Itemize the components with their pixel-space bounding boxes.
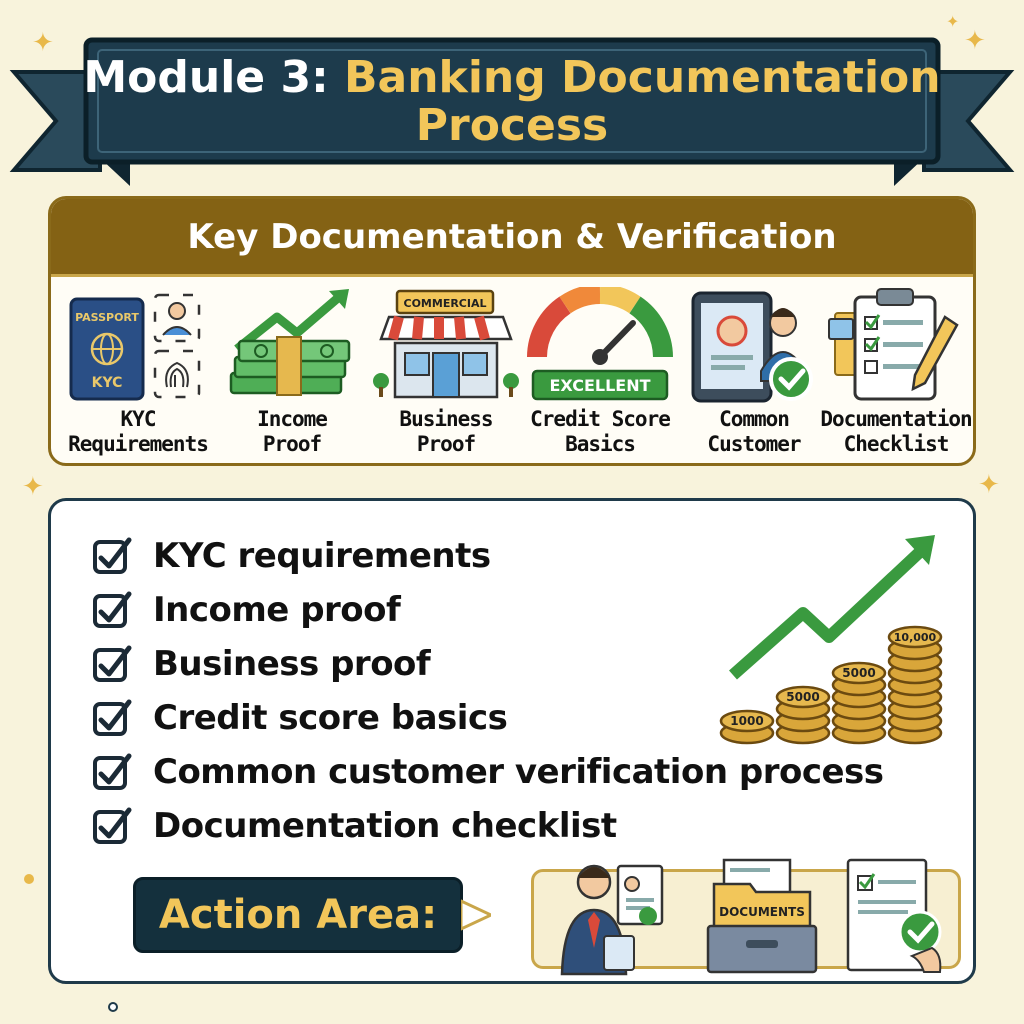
sparkle-icon: ✦ [22, 472, 44, 502]
key-label-line2: Checklist [843, 432, 950, 456]
passport-code: KYC [92, 375, 123, 391]
key-label-line1: Business [399, 407, 493, 431]
key-label-line2: Proof [416, 432, 476, 456]
checklist-item: Documentation checklist [91, 799, 911, 853]
passport-fingerprint-icon: PASSPORT KYC [69, 293, 201, 401]
topics-checklist-panel: KYC requirements Income proof Business p… [48, 498, 976, 984]
sparkle-icon: ✦ [978, 470, 1000, 500]
clipboard-checklist-icon [828, 288, 959, 401]
action-area-label-box: Action Area: [133, 877, 463, 953]
checklist-item-text: KYC requirements [153, 536, 491, 576]
storefront-icon: COMMERCIAL [373, 289, 519, 399]
key-label-line1: Income [257, 407, 328, 431]
checklist-item: Business proof [91, 637, 911, 691]
coin-label: 5000 [786, 690, 819, 704]
key-section-heading: Key Documentation & Verification [187, 216, 837, 257]
sparkle-icon: ✦ [964, 26, 986, 56]
passport-text: PASSPORT [75, 311, 139, 324]
coin-label: 5000 [842, 666, 875, 680]
checklist-item: Income proof [91, 583, 911, 637]
gauge-text: EXCELLENT [550, 376, 651, 395]
checklist-item-text: Income proof [153, 590, 401, 630]
coin-label: 10,000 [894, 631, 937, 644]
coin-growth-icon: 1000 5000 5000 [719, 535, 943, 745]
key-label-line2: Proof [262, 432, 322, 456]
documents-drawer-icon: DOCUMENTS [706, 858, 818, 974]
key-label-line1: KYC [120, 407, 157, 431]
key-label-line2: Requirements [68, 432, 209, 456]
sparkle-icon: ✦ [946, 12, 960, 31]
key-section-header: Key Documentation & Verification [51, 199, 973, 277]
page-title: Module 3: Banking Documentation Process [83, 44, 940, 160]
store-sign-text: COMMERCIAL [404, 297, 487, 310]
checkbox-checked-icon [93, 645, 132, 682]
checkbox-checked-icon [93, 753, 132, 790]
key-label-line2: Basics [565, 432, 636, 456]
action-area-label: Action Area: [158, 892, 438, 938]
customer-verify-icon [691, 291, 813, 403]
decor-dot [108, 1002, 118, 1012]
topics-checklist: KYC requirements Income proof Business p… [91, 529, 911, 853]
banker-with-documents-icon [560, 864, 664, 976]
checkbox-checked-icon [93, 807, 132, 844]
key-label-line2: Customer [707, 432, 801, 456]
speech-pointer-icon [461, 899, 491, 931]
title-banner: Module 3: Banking Documentation Process [0, 0, 1024, 200]
checkbox-checked-icon [93, 537, 132, 574]
money-growth-icon [229, 289, 351, 396]
checklist-item-text: Credit score basics [153, 698, 508, 738]
key-label-line1: Common [719, 407, 790, 431]
title-prefix: Module 3: [83, 52, 344, 103]
key-documentation-panel: Key Documentation & Verification PASSPOR… [48, 196, 976, 466]
checklist-item-text: Common customer verification process [153, 752, 884, 792]
key-label-line1: Documentation [820, 407, 972, 431]
sparkle-icon: ✦ [32, 28, 54, 58]
credit-gauge-icon: EXCELLENT [527, 287, 673, 401]
checklist-item-text: Business proof [153, 644, 431, 684]
checklist-item: KYC requirements [91, 529, 911, 583]
checkbox-checked-icon [93, 699, 132, 736]
title-line-2: Process [415, 100, 609, 151]
coin-label: 1000 [730, 714, 763, 728]
checklist-item: Credit score basics [91, 691, 911, 745]
ribbon-shape [9, 37, 1015, 186]
checklist-item: Common customer verification process [91, 745, 911, 799]
approved-document-icon [846, 858, 942, 973]
checkbox-checked-icon [93, 591, 132, 628]
action-area-strip: DOCUMENTS [531, 858, 961, 976]
key-label-line1: Credit Score [530, 407, 671, 431]
decor-dot [24, 874, 34, 884]
checklist-item-text: Documentation checklist [153, 806, 617, 846]
title-highlight: Banking Documentation [344, 52, 941, 103]
folder-text: DOCUMENTS [719, 905, 805, 919]
